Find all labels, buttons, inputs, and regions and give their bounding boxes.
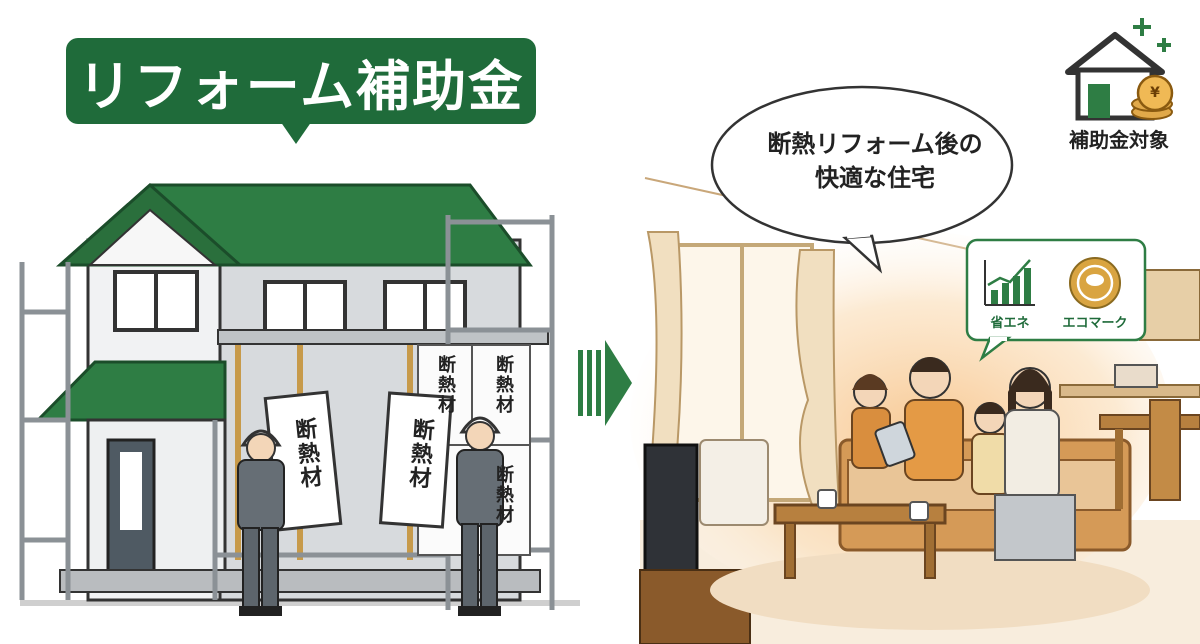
subsidy-label: 補助金対象 [1069, 128, 1169, 152]
yen-coin-icon [1131, 74, 1174, 120]
speech-bubble [710, 85, 1014, 274]
worker-left [237, 429, 285, 616]
living-room-scene [630, 177, 1200, 644]
arrow-right-icon [578, 340, 632, 426]
house-subsidy-icon [1065, 18, 1174, 121]
worker-right [456, 416, 504, 616]
speech-line-2: 快適な住宅 [815, 164, 935, 192]
title-pointer [278, 118, 314, 144]
insulation-label-center: 断熱材 [404, 417, 435, 491]
insulation-label-back-2: 断熱材 [493, 355, 514, 415]
eco-card-left-label: 省エネ [990, 316, 1030, 331]
family [851, 357, 1076, 561]
insulation-label-back-1: 断熱材 [435, 355, 456, 415]
eco-card [965, 238, 1147, 362]
eco-card-right-label: エコマーク [1062, 316, 1128, 331]
yen-symbol: ¥ [1150, 85, 1160, 101]
plus-icon [1133, 18, 1171, 52]
speech-line-1: 断熱リフォーム後の [767, 130, 983, 158]
energy-chart-icon [984, 259, 1035, 306]
speech-bubble-text: 断熱リフォーム後の 快適な住宅 [725, 127, 1025, 195]
eco-mark-icon [1069, 257, 1121, 309]
page-title: リフォーム補助金 [66, 38, 536, 124]
insulation-label-back-3: 断熱材 [493, 465, 514, 525]
house-under-renovation [19, 182, 580, 616]
